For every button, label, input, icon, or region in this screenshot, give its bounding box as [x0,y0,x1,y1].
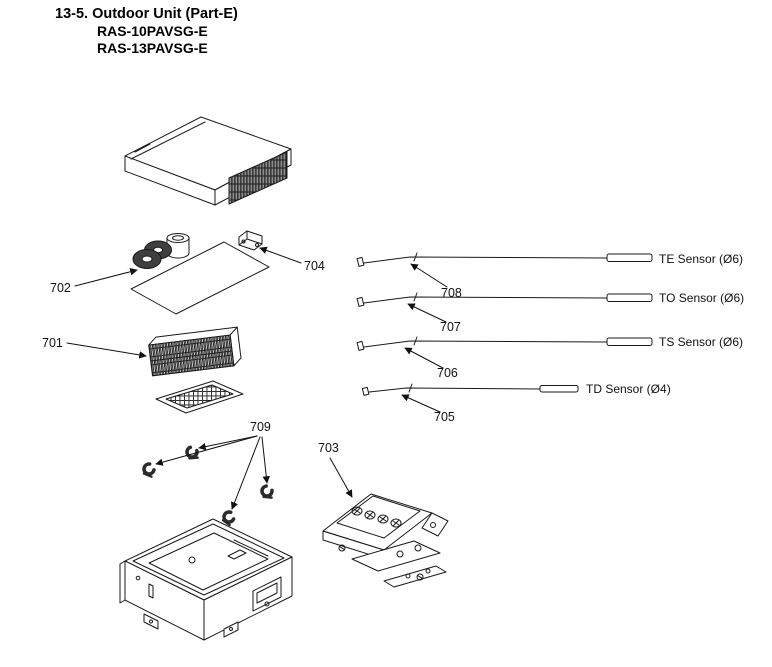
part-label-702: 702 [50,281,71,295]
leader-lines [66,246,448,510]
part-label-709: 709 [250,420,271,434]
part-label-708: 708 [441,286,462,300]
sensor-label-ts: TS Sensor (Ø6) [659,335,743,349]
part-label-707: 707 [440,320,461,334]
section-title: 13-5. Outdoor Unit (Part-E) [55,6,238,22]
cable-clip [221,510,236,527]
sensor-label-td: TD Sensor (Ø4) [586,382,671,396]
sensor-td-drawing [361,383,579,396]
sensor-label-to: TO Sensor (Ø6) [659,291,744,305]
bracket-704 [238,230,263,251]
part-label-706: 706 [437,366,458,380]
part-label-705: 705 [434,410,455,424]
terminal-screws [351,506,402,528]
model-name-1: RAS-10PAVSG-E [97,23,208,39]
cable-clips-709 [142,445,274,527]
top-cover-drawing [124,116,292,206]
cable-clip [185,445,199,460]
page-header: 13-5. Outdoor Unit (Part-E) RAS-10PAVSG-… [55,6,238,57]
sensor-to-drawing [356,292,653,307]
terminal-block-703 [322,493,449,588]
cable-clip [260,484,274,499]
sensor-label-te: TE Sensor (Ø6) [659,252,743,266]
part-label-701: 701 [42,336,63,350]
cable-clip [142,462,156,478]
model-name-2: RAS-13PAVSG-E [97,40,208,56]
sensor-ts-drawing [356,336,653,351]
coil-board-assembly-702 [130,233,270,315]
board-tray [155,380,244,414]
part-label-703: 703 [318,441,339,455]
sensor-te-drawing [356,252,653,267]
part-label-704: 704 [304,259,325,273]
model-list: RAS-10PAVSG-E RAS-13PAVSG-E [97,23,238,57]
heatsink-701 [148,326,242,377]
base-pan-drawing [119,518,293,641]
